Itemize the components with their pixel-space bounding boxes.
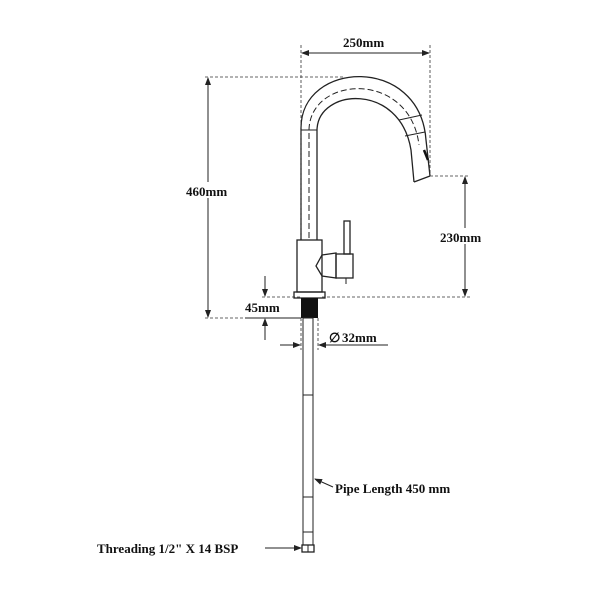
dimension-45-label: 45mm	[245, 300, 280, 315]
dimension-32: ∅ 32mm	[280, 318, 388, 350]
threading-callout: Threading 1/2" X 14 BSP	[97, 541, 302, 556]
dimension-250: 250mm	[300, 35, 431, 240]
threading-label: Threading 1/2" X 14 BSP	[97, 541, 238, 556]
dimension-230: 230mm	[322, 175, 492, 298]
pipe-length-label: Pipe Length 450 mm	[335, 481, 450, 496]
dimension-45: 45mm	[245, 276, 301, 340]
dimension-32-label: 32mm	[342, 330, 377, 345]
faucet-outline	[293, 76, 431, 553]
pipe-length-callout: Pipe Length 450 mm	[314, 478, 450, 496]
diameter-symbol: ∅	[329, 330, 340, 345]
dimension-460-label: 460mm	[186, 184, 227, 199]
dimension-460: 460mm	[185, 76, 345, 319]
dimension-250-label: 250mm	[343, 35, 384, 50]
dimension-230-label: 230mm	[440, 230, 481, 245]
